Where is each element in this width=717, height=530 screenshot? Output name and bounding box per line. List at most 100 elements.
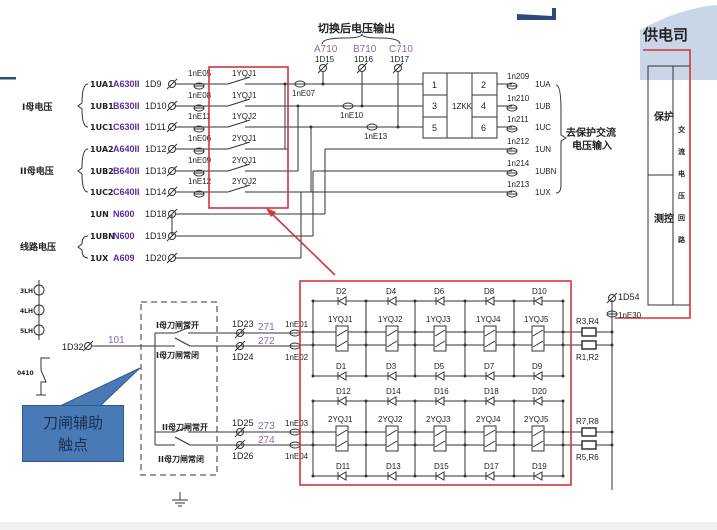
terminal-slash [234, 426, 246, 438]
junction-dot [283, 82, 287, 86]
terminal-icon [358, 64, 366, 72]
output-right-terminal: 1n209 [507, 72, 530, 81]
diode-label: D15 [434, 462, 449, 471]
terminal-icon [168, 188, 176, 196]
header-logo-shape [517, 8, 556, 20]
right-connector-label: 1nE30 [618, 311, 642, 320]
aux-terminal-label: 1D26 [232, 451, 254, 461]
relay-coil-icon [335, 425, 349, 452]
diode-label: D4 [386, 287, 397, 296]
row-connector-label: 1nE05 [188, 69, 212, 78]
diode-icon [337, 471, 347, 481]
junction-dot [512, 299, 516, 303]
output-right-terminal: 1n211 [507, 115, 529, 124]
terminal-slash [234, 439, 246, 451]
junction-dot [561, 299, 565, 303]
relay-label: 1YQJ1 [328, 315, 353, 324]
diode-label: D6 [434, 287, 445, 296]
junction-dot [364, 374, 368, 378]
contact-open-icon [174, 425, 191, 433]
contacts-highlight-box [208, 66, 289, 209]
group-brace [77, 148, 89, 193]
junction-dot [296, 104, 300, 108]
junction-dot [512, 374, 516, 378]
diode-icon [533, 471, 543, 481]
coil-hatch [484, 340, 496, 348]
junction-dot [561, 443, 565, 447]
diode-label: D10 [532, 287, 547, 296]
terminal-slash [166, 78, 178, 90]
panel-char: 流 [678, 147, 685, 156]
panel-label-protection: 保护 [653, 110, 674, 123]
junction-dot [463, 330, 467, 334]
junction-dot [364, 430, 368, 434]
coil-hatch [532, 329, 544, 337]
callout-line1: 刀闸辅助 [42, 414, 103, 432]
aux-connector-label: 1nE01 [285, 320, 309, 329]
terminal-slash [166, 100, 178, 112]
terminal-slash [234, 327, 246, 339]
resistor-label: R3,R4 [576, 317, 599, 326]
junction-dot [610, 430, 614, 434]
terminal-icon [168, 254, 176, 262]
terminal-icon [236, 428, 244, 436]
relay-coil-icon [433, 425, 447, 452]
resistor-label: R5,R6 [576, 453, 599, 462]
coil-hatch [336, 329, 348, 337]
destination-line2: 电压输入 [572, 139, 612, 152]
diode-label: D20 [532, 387, 547, 396]
row-connector-label: 1nE06 [188, 134, 212, 143]
row-code: A609 [113, 253, 135, 263]
aux-wire-label: 273 [258, 421, 275, 432]
row-terminal-label: 1D11 [145, 122, 166, 132]
aux-connector-label: 1nE03 [285, 419, 309, 428]
row-name: 1UBN [90, 232, 115, 241]
callout-aux-contacts: 刀闸辅助 触点 [22, 405, 124, 462]
destination-line1: 去保护交流 [566, 126, 616, 139]
aux-contact-label: I母刀闸常开 [156, 320, 199, 330]
junction-dot [413, 399, 417, 403]
diode-icon [533, 396, 543, 406]
junction-dot [360, 104, 364, 108]
panel-char: 回 [678, 213, 685, 222]
output-right-terminal: 1n214 [507, 159, 530, 168]
terminal-slash [392, 62, 404, 74]
coil-hatch [336, 340, 348, 348]
contact-label: 1YQJ2 [232, 112, 257, 121]
junction-dot [364, 330, 368, 334]
switch-icon [40, 357, 50, 395]
junction-dot [311, 343, 315, 347]
terminal-slash [166, 252, 178, 264]
output-code: C710 [389, 44, 413, 55]
output-right-terminal: 1n210 [507, 94, 530, 103]
terminal-icon [84, 342, 92, 350]
row-terminal-label: 1D20 [145, 253, 167, 263]
right-terminal-label: 1D54 [618, 292, 640, 302]
junction-dot [561, 430, 565, 434]
row-terminal-label: 1D18 [145, 209, 167, 219]
junction-dot [311, 299, 315, 303]
junction-dot [311, 399, 315, 403]
source-wire-label: 101 [108, 335, 125, 346]
terminal-icon [168, 167, 176, 175]
junction-dot [512, 430, 516, 434]
terminal-slash [356, 62, 368, 74]
junction-dot [561, 330, 565, 334]
aux-contact-label: II母刀闸常开 [162, 422, 208, 432]
row-terminal-label: 1D14 [145, 187, 167, 197]
output-brace [321, 33, 401, 45]
row-code: N600 [113, 209, 135, 219]
switch-pin: 3 [432, 101, 437, 111]
row-terminal-label: 1D10 [145, 101, 167, 111]
terminal-icon [168, 80, 176, 88]
terminal-slash [606, 292, 618, 304]
diode-icon [337, 396, 347, 406]
relay-coil-icon [531, 325, 545, 352]
aux-wire-label: 272 [258, 336, 275, 347]
source-terminal-label: 1D32 [62, 342, 84, 352]
junction-dot [311, 374, 315, 378]
row-terminal-label: 1D12 [145, 144, 167, 154]
group-brace [77, 83, 89, 128]
header-bar [0, 77, 16, 80]
coil-hatch [484, 329, 496, 337]
